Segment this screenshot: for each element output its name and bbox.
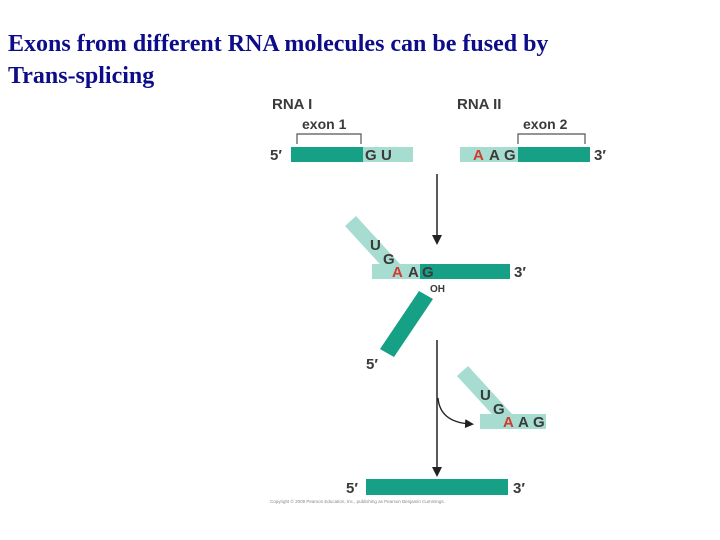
release-curved-arrow [437,397,474,429]
fused-three-prime: 3′ [513,480,525,497]
nt-a1-stage1: A [473,147,484,164]
nt-a2-stage3: A [518,414,529,431]
nt-g-stage2b: G [422,264,434,281]
nt-g-stage1b: G [504,147,516,164]
stage2-three-prime: 3′ [514,264,526,281]
exon1-released-five-prime: 5′ [366,356,378,373]
rna2-intron-stage2 [372,264,420,279]
nt-u-stage2: U [370,237,381,254]
rna1-label: RNA I [272,96,312,113]
fused-exons-bar [366,479,508,495]
slide-title: Exons from different RNA molecules can b… [8,28,708,92]
released-intron-bar [480,414,546,429]
nt-g-stage1: G [365,147,377,164]
branch-intron-stage2 [345,216,400,274]
rna1-intron-bar [363,147,413,162]
nt-a1-stage2: A [392,264,403,281]
rna2-three-prime: 3′ [594,147,606,164]
title-line-2: Trans-splicing [8,63,155,89]
nt-g-stage3: G [493,401,505,418]
title-line-1: Exons from different RNA molecules can b… [8,31,549,57]
nt-a2-stage2: A [408,264,419,281]
nt-u-stage1: U [381,147,392,164]
exon1-label: exon 1 [302,116,347,132]
copyright-note: Copyright © 2009 Pearson Education, Inc.… [270,498,445,504]
nt-a2-stage1: A [489,147,500,164]
exon1-bar [291,147,363,162]
exon1-bracket [296,133,362,144]
exon2-bracket [517,133,586,144]
nt-a1-stage3: A [503,414,514,431]
nt-g-stage3b: G [533,414,545,431]
rna2-label: RNA II [457,96,501,113]
oh-label: OH [430,284,445,295]
nt-u-stage3: U [480,387,491,404]
released-intron-branch [457,366,512,424]
exon2-bar [518,147,590,162]
rna2-intron-bar [460,147,518,162]
exon2-bar-stage2 [420,264,510,279]
exon2-label: exon 2 [523,116,568,132]
fused-five-prime: 5′ [346,480,358,497]
rna1-five-prime: 5′ [270,147,282,164]
nt-g-stage2: G [383,251,395,268]
exon1-released-diagonal [380,291,433,357]
